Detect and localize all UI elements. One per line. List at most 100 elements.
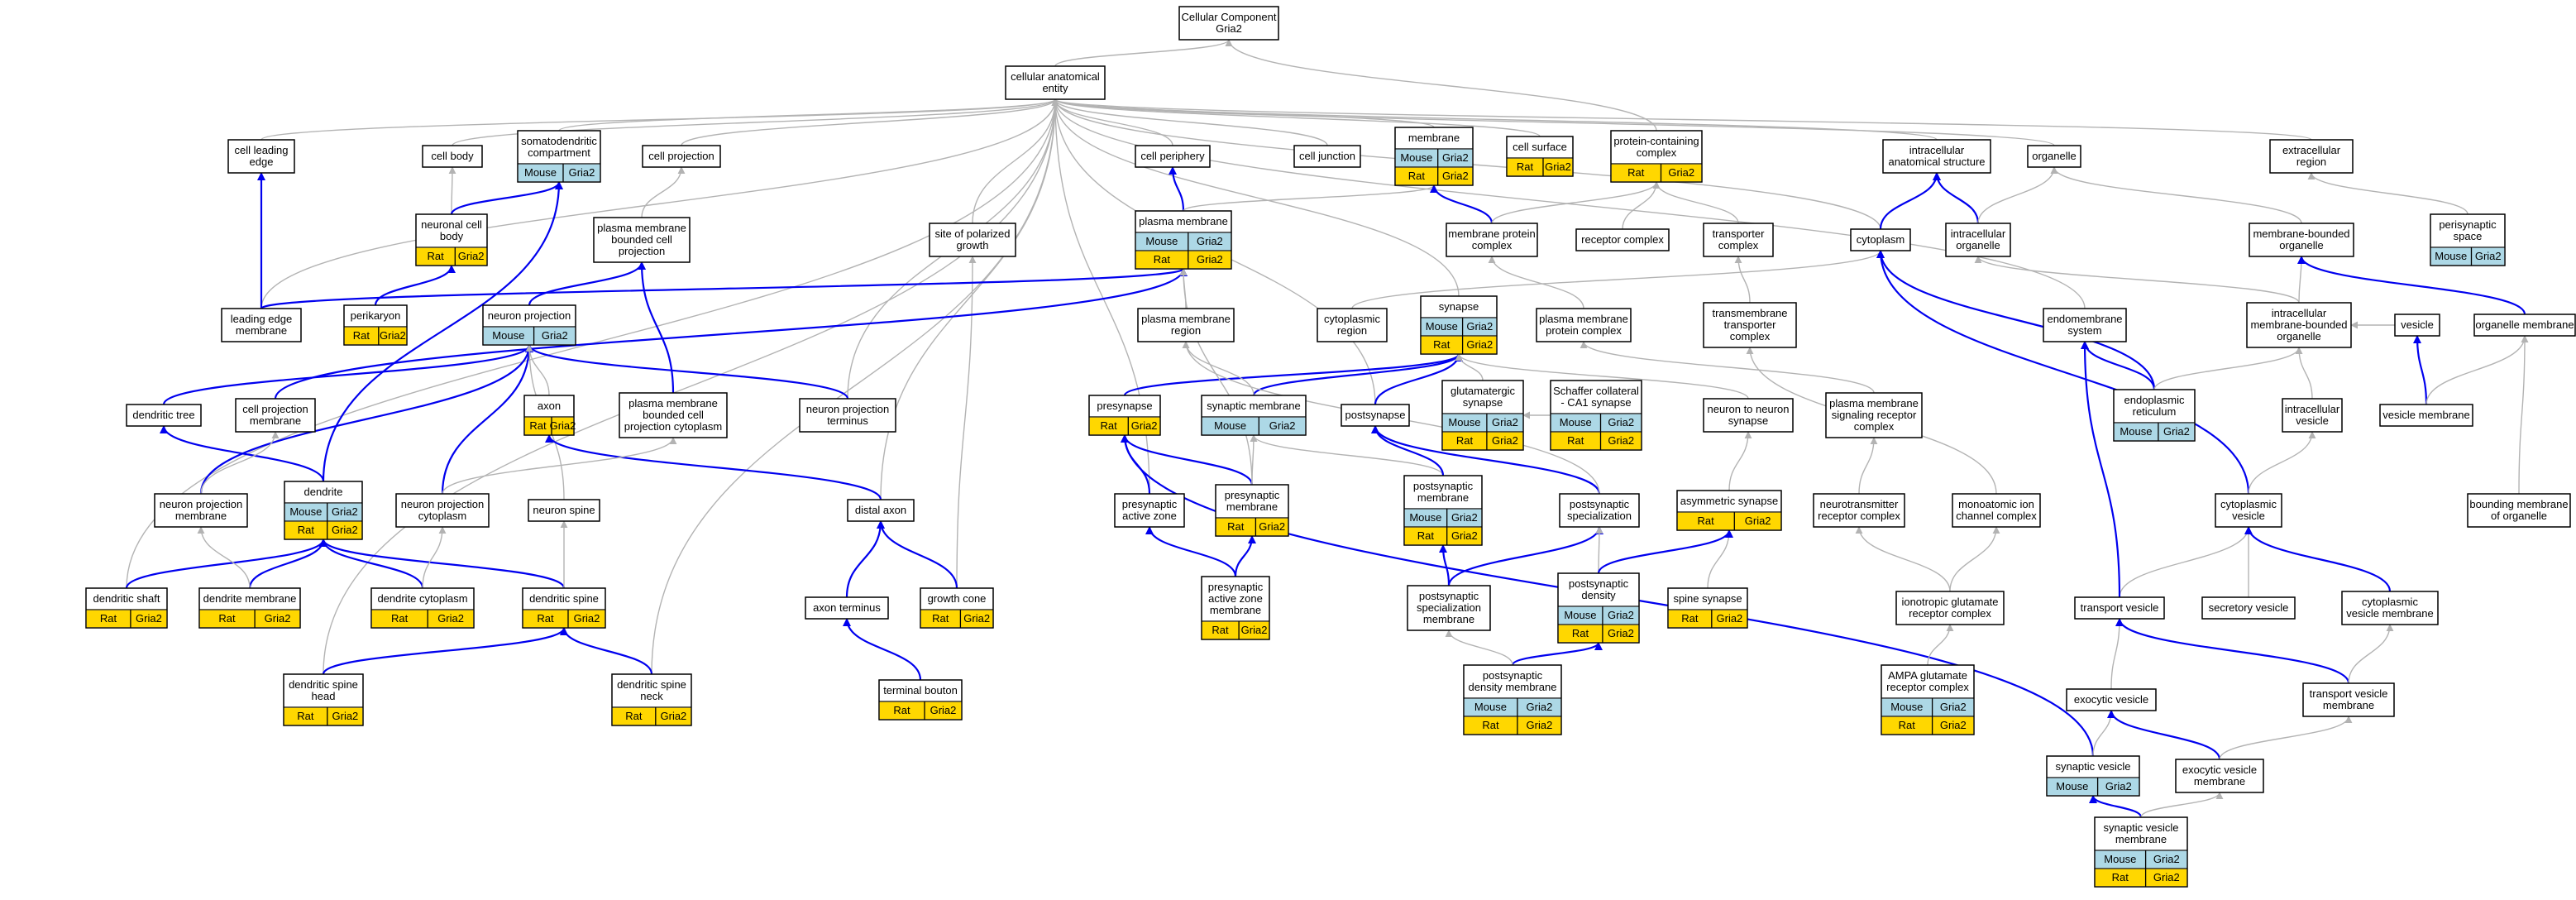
node-cperiph[interactable]: cell periphery	[1135, 145, 1211, 168]
edge-dsn-to-cae	[651, 98, 1059, 675]
node-cproj[interactable]: cell projection	[642, 145, 721, 168]
node-box	[593, 217, 691, 263]
node-box	[1813, 493, 1905, 528]
node-cyto[interactable]: cytoplasm	[1850, 228, 1911, 251]
node-cbody[interactable]: cell body	[422, 145, 483, 168]
node-dtree[interactable]: dendritic tree	[126, 404, 202, 427]
node-daxon[interactable]: distal axon	[847, 499, 915, 522]
node-orgmem[interactable]: organelle membrane	[2473, 314, 2576, 337]
node-organelle[interactable]: organelle	[2027, 145, 2081, 168]
tag-row-rat	[344, 327, 407, 345]
node-secves[interactable]: secretory vesicle	[2201, 596, 2296, 620]
node-vesmem[interactable]: vesicle membrane	[2379, 404, 2473, 427]
node-nspine[interactable]: neuron spine	[528, 499, 600, 522]
node-rc[interactable]: receptor complex	[1575, 228, 1670, 251]
node-vesicle[interactable]: vesicle	[2394, 314, 2440, 337]
node-axterm[interactable]: axon terminus	[805, 596, 889, 620]
node-cjunc[interactable]: cell junction	[1293, 145, 1361, 168]
node-postsyn[interactable]: postsynapse	[1341, 404, 1410, 427]
node-transves[interactable]: transport vesicle	[2074, 596, 2165, 620]
node-outline	[920, 587, 994, 629]
edge-imbo-to-icorg	[1974, 256, 2300, 304]
node-box	[1575, 228, 1670, 251]
node-label: region	[1337, 324, 1367, 337]
node-exoves[interactable]: exocytic vesicle	[2066, 688, 2157, 711]
edge-gcone-to-spg	[956, 256, 977, 589]
node-label: complex	[1854, 420, 1895, 433]
